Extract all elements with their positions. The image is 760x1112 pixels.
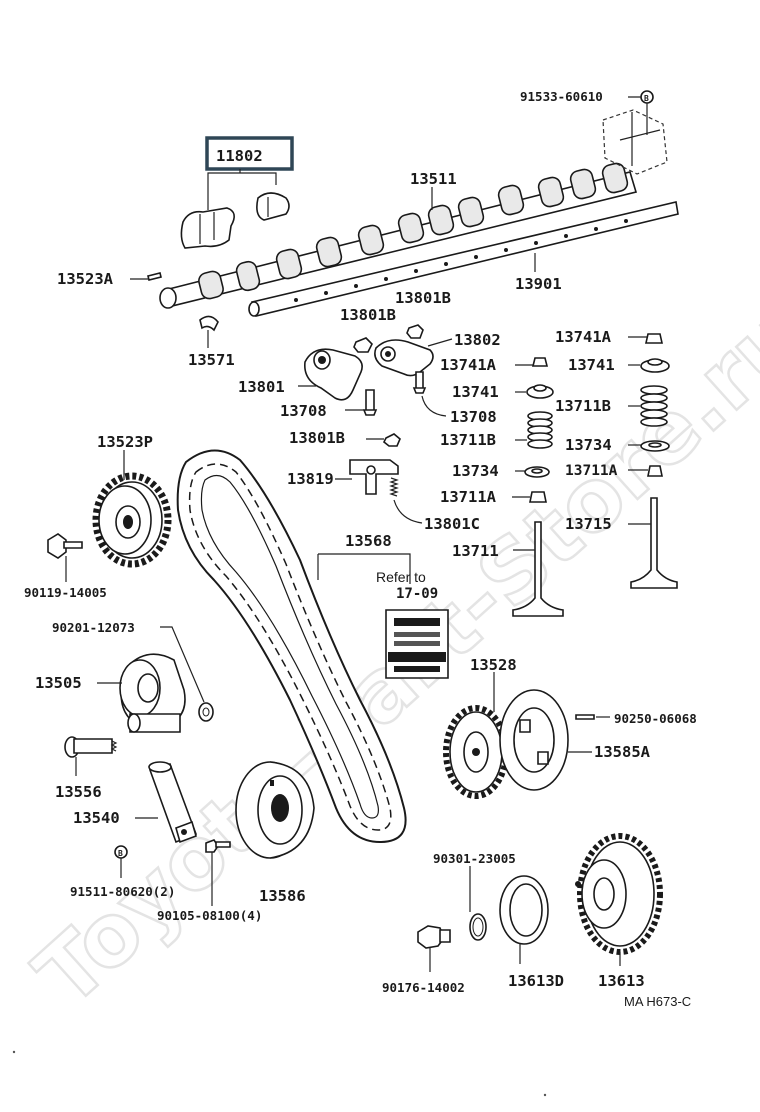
- timing-belt-13568[interactable]: [176, 449, 407, 844]
- label-13801B-a: 13801B: [340, 306, 396, 324]
- label-13741A-a: 13741A: [440, 356, 497, 374]
- camshaft-pulley-13523P[interactable]: [92, 472, 172, 568]
- highlighted-part-11802[interactable]: 11802: [205, 136, 294, 171]
- oil-seal-13613D[interactable]: [499, 875, 549, 945]
- label-13528: 13528: [470, 656, 517, 674]
- label-13568: 13568: [345, 532, 392, 550]
- crankshaft-pulley-13613[interactable]: [575, 833, 663, 955]
- label-90176-14002: 90176-14002: [382, 980, 465, 995]
- tensioner-13540[interactable]: [148, 761, 198, 844]
- svg-text:B: B: [644, 94, 649, 103]
- label-13586: 13586: [259, 887, 306, 905]
- label-90301-23005: 90301-23005: [433, 851, 516, 866]
- camshaft-13511[interactable]: [159, 162, 638, 309]
- label-13801C: 13801C: [424, 515, 480, 533]
- spring-13801C[interactable]: [389, 477, 399, 497]
- seat-13734-a[interactable]: [524, 466, 550, 478]
- label-13556: 13556: [55, 783, 102, 801]
- spring-13711B-b[interactable]: [640, 385, 668, 427]
- seal-13711A-b[interactable]: [647, 465, 663, 477]
- label-13511: 13511: [410, 170, 457, 188]
- shaft-support-13819[interactable]: [349, 459, 399, 495]
- note-refer-to: Refer to: [376, 569, 426, 585]
- nut-13801B-a[interactable]: [353, 337, 373, 353]
- nut-13801B-c[interactable]: [382, 433, 401, 447]
- retainer-13741-b[interactable]: [640, 358, 670, 373]
- label-13505: 13505: [35, 674, 82, 692]
- seal-13711A-a[interactable]: [529, 491, 547, 503]
- label-13741-b: 13741: [568, 356, 615, 374]
- valve-13715[interactable]: [630, 497, 678, 589]
- label-13708-b: 13708: [450, 408, 497, 426]
- camshaft-bearing-11802[interactable]: [180, 192, 290, 249]
- label-13523A: 13523A: [57, 270, 114, 288]
- key-13523A[interactable]: [147, 272, 162, 281]
- label-13708-a: 13708: [280, 402, 327, 420]
- bolt-90176-14002[interactable]: [417, 925, 451, 949]
- bolt-90119-14005[interactable]: [47, 533, 83, 559]
- drawing-code: MA H673-C: [624, 994, 691, 1009]
- label-13613D: 13613D: [508, 972, 564, 990]
- label-13571: 13571: [188, 351, 235, 369]
- retainer-13741-a[interactable]: [526, 384, 554, 399]
- valve-cap-13741A-b[interactable]: [645, 333, 663, 344]
- label-13801B-b: 13801B: [395, 289, 451, 307]
- seat-13734-b[interactable]: [640, 440, 670, 452]
- pulley-plate-13585A[interactable]: [499, 689, 569, 791]
- label-13715: 13715: [565, 515, 612, 533]
- label-90105-08100: 90105-08100(4): [157, 908, 262, 923]
- crankshaft-pulley-13586[interactable]: [235, 761, 315, 859]
- label-13711A-a: 13711A: [440, 488, 497, 506]
- label-13819: 13819: [287, 470, 334, 488]
- bearing-cap[interactable]: [602, 109, 668, 175]
- label-13801B-c: 13801B: [289, 429, 345, 447]
- rocker-shaft-13901[interactable]: [248, 201, 679, 317]
- label-13585A: 13585A: [594, 743, 651, 761]
- label-13540: 13540: [73, 809, 120, 827]
- rocker-arm-13801[interactable]: [304, 348, 363, 401]
- label-11802: 11802: [216, 147, 263, 165]
- label-13711A-b: 13711A: [565, 463, 618, 479]
- pivot-bolt-13556[interactable]: [64, 736, 118, 758]
- note-page-ref: 17-09: [396, 586, 438, 602]
- label-13711: 13711: [452, 542, 499, 560]
- svg-text:B: B: [118, 849, 123, 858]
- label-13734-a: 13734: [452, 462, 499, 480]
- timing-pulley-13528[interactable]: [443, 705, 509, 799]
- label-13801: 13801: [238, 378, 285, 396]
- valve-13711[interactable]: [512, 521, 564, 617]
- screw-13708-b[interactable]: [412, 371, 427, 394]
- belt-label-tag: [385, 609, 449, 679]
- label-13711B-a: 13711B: [440, 431, 496, 449]
- label-90201-12073: 90201-12073: [52, 620, 135, 635]
- screw-13708-a[interactable]: [362, 389, 378, 416]
- bolt-90105-08100[interactable]: [205, 839, 231, 853]
- pin-90250-06068[interactable]: [575, 714, 595, 720]
- label-13901: 13901: [515, 275, 562, 293]
- label-13741A-b: 13741A: [555, 328, 612, 346]
- rocker-arm-13802[interactable]: [374, 339, 434, 377]
- idler-pulley-13505[interactable]: [119, 653, 186, 733]
- nut-13801B-b[interactable]: [406, 324, 424, 339]
- valve-cap-13741A-a[interactable]: [531, 357, 549, 367]
- label-13711B-b: 13711B: [555, 397, 611, 415]
- label-90119-14005: 90119-14005: [24, 585, 107, 600]
- label-13802: 13802: [454, 331, 501, 349]
- label-13523P: 13523P: [97, 433, 153, 451]
- label-91511-80620: 91511-80620(2): [70, 884, 175, 899]
- spring-13711B-a[interactable]: [527, 411, 553, 449]
- label-90250-06068: 90250-06068: [614, 711, 697, 726]
- label-91533-60610: 91533-60610: [520, 89, 603, 104]
- label-13741-a: 13741: [452, 383, 499, 401]
- label-13734-b: 13734: [565, 436, 612, 454]
- plate-13571[interactable]: [199, 315, 219, 332]
- label-13613: 13613: [598, 972, 645, 990]
